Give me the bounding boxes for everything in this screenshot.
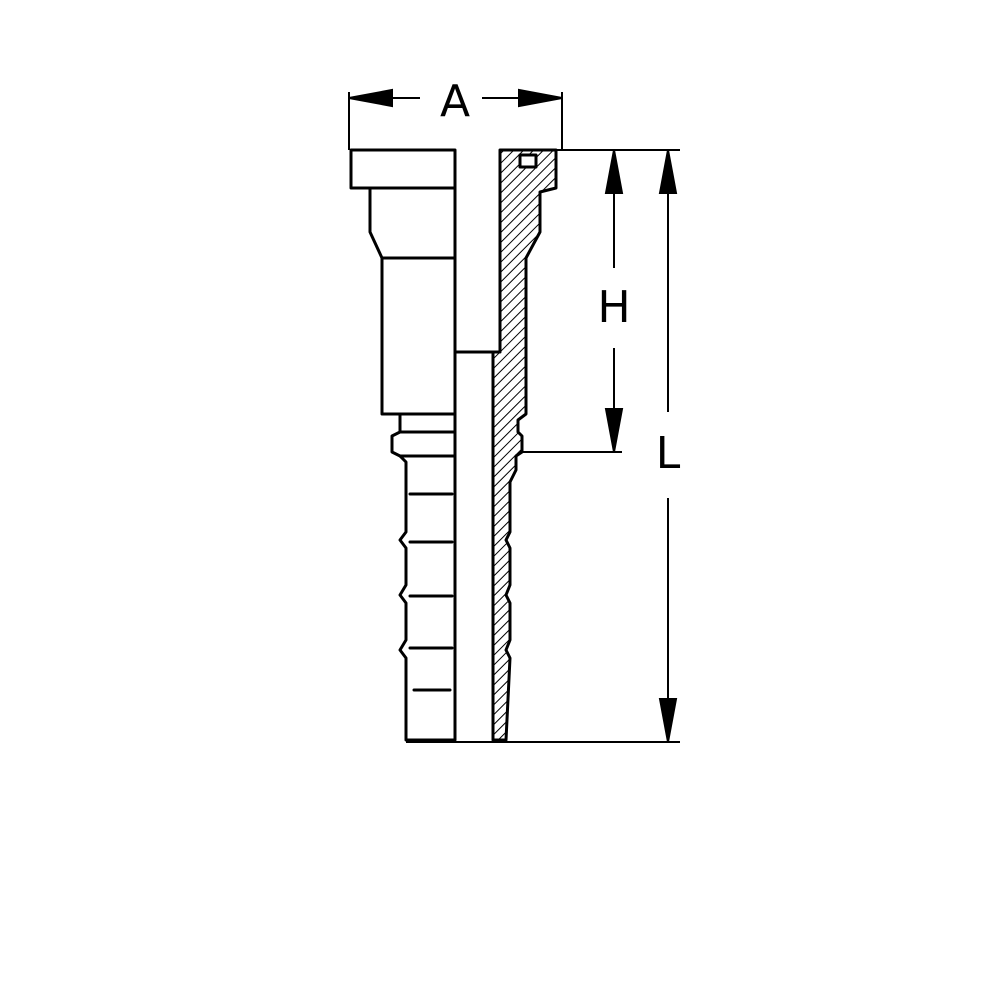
arrow-h-bottom (604, 408, 624, 453)
arrow-a-right (518, 88, 563, 108)
body-outline (380, 256, 457, 416)
arrow-l-top (658, 149, 678, 194)
fitting-section (453, 148, 558, 742)
flange-head-outline (349, 148, 457, 190)
dimension-label-l: L (656, 428, 681, 479)
dimension-label-a: A (440, 76, 470, 127)
dimension-label-h: H (597, 282, 630, 333)
fitting-outline (349, 148, 457, 742)
collar-outline (390, 430, 457, 458)
tail-outline (398, 454, 457, 742)
dimension-a (348, 88, 563, 150)
dimension-h (520, 149, 680, 453)
arrow-l-bottom (658, 698, 678, 743)
arrow-a-left (348, 88, 393, 108)
dimension-l (406, 149, 680, 743)
arrow-h-top (604, 149, 624, 194)
flange-hex-upper (368, 186, 457, 260)
hatched-section (491, 148, 558, 742)
o-ring-groove (518, 153, 538, 169)
